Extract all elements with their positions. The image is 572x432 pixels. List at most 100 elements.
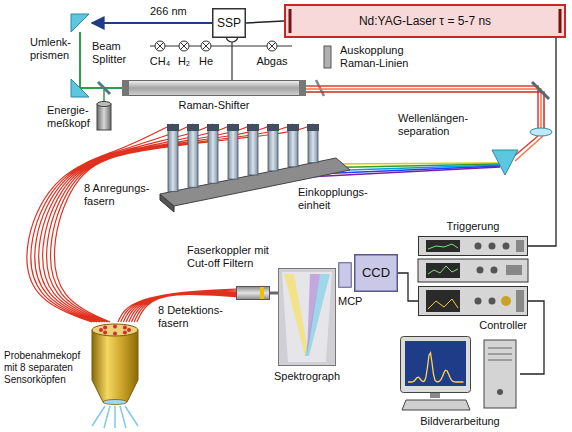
rack-device-part [418, 259, 528, 282]
gas-valve-part [269, 43, 276, 50]
sampling-head-part [123, 330, 127, 334]
gas-label: Abgas [256, 55, 287, 68]
camera-cable [398, 273, 418, 301]
spectrograph-part [279, 269, 336, 366]
focusing-lens-part [530, 128, 552, 136]
coupling-unit-part [288, 130, 298, 167]
fiber-coupler: Faserkoppler mit Cut-off Filtern [236, 286, 270, 300]
deflection-prisms-part [71, 14, 89, 32]
trigger-unit: Triggerung [418, 236, 528, 256]
trigger-unit-outline [418, 236, 528, 256]
computer-part [488, 354, 512, 355]
beam-splitter [98, 82, 110, 94]
gas-valve [155, 41, 277, 51]
coupling-unit-part [208, 130, 218, 183]
node-caption: Bildverarbeitung [420, 415, 500, 428]
gas-valve-part [157, 43, 164, 50]
controller-unit-part [426, 290, 460, 312]
rack-device-part [428, 266, 458, 274]
sampling-head: Probenahmekopf mit 8 separaten Sensorköp… [90, 322, 140, 406]
raman-beams-part [515, 136, 543, 161]
gas-valve-part [201, 41, 211, 51]
computer: Bildverarbeitung [400, 336, 520, 412]
coupling-unit-part [267, 124, 279, 131]
controller-unit-part [475, 298, 482, 305]
node-caption: Spektrograph [274, 370, 340, 383]
probe-light [92, 406, 138, 428]
trigger-cable [528, 38, 556, 246]
sampling-head-part [113, 332, 117, 336]
laser-box-part [289, 9, 292, 33]
spectrograph-part [282, 272, 332, 362]
coupler-link [270, 292, 278, 295]
rack-device-part [491, 267, 498, 274]
trigger-unit-part [426, 240, 460, 252]
coupling-unit-part [167, 124, 179, 131]
fiber-label: 8 Anregungs- fasern [84, 182, 154, 208]
node-caption: Probenahmekopf mit 8 separaten Sensorköp… [4, 350, 84, 385]
ccd-box: CCD [354, 254, 398, 292]
controller-unit-outline [418, 286, 528, 316]
fiber-coupler-part [237, 287, 270, 300]
raman-outcoupler-part [316, 80, 324, 96]
controller-unit-part [501, 296, 511, 306]
trigger-unit-part [475, 243, 482, 250]
coupling-unit-part [308, 130, 318, 163]
sampling-head-part [99, 328, 103, 332]
raman-shifter-tube-outline [122, 80, 306, 96]
node-caption: Einkopplungs- einheit [298, 186, 371, 212]
sampling-head-part [92, 330, 138, 402]
gas-manifold-part [231, 42, 232, 80]
computer-part [402, 400, 470, 410]
sampling-head-part [113, 325, 117, 329]
fiber-coupler-part [260, 287, 264, 299]
turning-mirror-part [532, 82, 549, 99]
computer-part [401, 337, 471, 393]
rack-device-part [426, 263, 460, 278]
sampling-head-part [123, 326, 127, 330]
coupling-unit-part [247, 124, 259, 131]
laser-box: Nd:YAG-Laser τ = 5-7 ns [284, 4, 566, 38]
coupling-unit-part [207, 124, 219, 131]
spectrograph-outline [278, 268, 336, 366]
computer-part [484, 340, 516, 408]
gas-label: CH₄ [150, 55, 170, 68]
beam-splitter-part [98, 82, 110, 94]
coupling-unit-part [168, 130, 178, 191]
coupling-unit-part [228, 130, 238, 179]
rack-device-part [477, 267, 484, 274]
energy-meter-head [97, 102, 111, 131]
part-label: Umlenk- prismen [30, 36, 74, 62]
part-label: Auskopplung Raman-Linien [340, 44, 412, 70]
computer-part [488, 360, 512, 361]
computer-part [408, 353, 464, 382]
coupling-unit-part [268, 130, 278, 171]
raman-shifter-tube: Raman-Shifter [122, 80, 306, 96]
pump-beam-path-part [80, 87, 122, 89]
focusing-lens [530, 128, 552, 136]
part-label: Wellenlängen- separation [398, 112, 472, 138]
ccd-box-part [355, 255, 398, 292]
raman-outcoupler-part [324, 46, 331, 68]
spectrograph-part [305, 274, 330, 356]
node-caption: Raman-Shifter [179, 99, 250, 112]
node-caption: Faserkoppler mit Cut-off Filtern [187, 244, 272, 270]
sampling-head-part [103, 400, 127, 405]
coupling-unit-part [227, 124, 239, 131]
laser-box-part [559, 9, 562, 33]
computer-part [488, 348, 512, 349]
computer-part [497, 389, 503, 395]
laser-box-part [285, 5, 565, 37]
raman-shifter-tube-part [122, 80, 129, 96]
coupling-unit-part [248, 130, 258, 175]
controller-unit-part [489, 298, 496, 305]
dispersion-prism-part [492, 150, 518, 175]
controller-unit-part [428, 299, 458, 309]
pump-beam-path-part [79, 32, 81, 88]
spectrograph-part [307, 274, 320, 356]
gas-valve-part [181, 43, 188, 50]
deflection-prisms [71, 14, 89, 97]
pump-beam-line [246, 21, 284, 23]
computer-part [405, 341, 466, 386]
